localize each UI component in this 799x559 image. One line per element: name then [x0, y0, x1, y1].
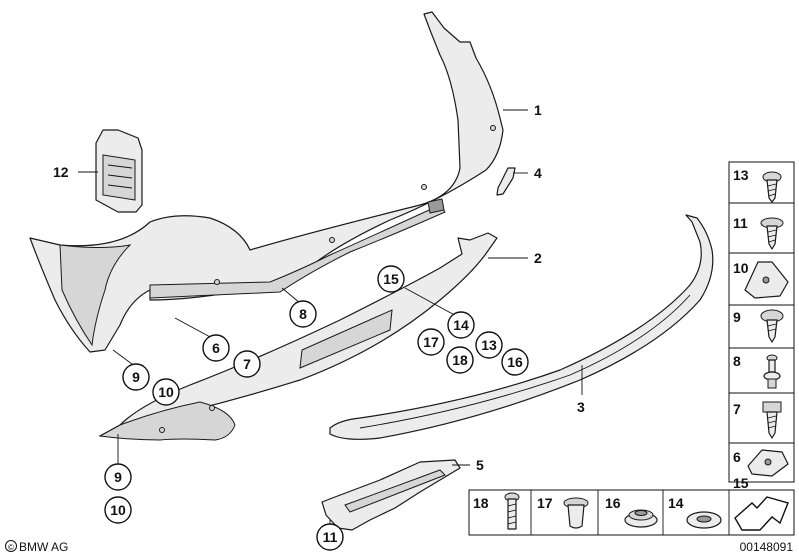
- label-part-4: 4: [534, 165, 542, 181]
- bottom-fastener-panel: 18 17 16 14: [468, 489, 795, 536]
- callout-16: 16: [501, 348, 529, 376]
- callout-18: 18: [446, 346, 474, 374]
- bottom-label-17: 17: [537, 495, 553, 511]
- svg-text:6: 6: [212, 340, 220, 356]
- sleeve-17-icon: [563, 497, 589, 529]
- circled-labels: 15 14 17 13 18 16 8 6 7 9 10 9 10 11: [104, 265, 529, 551]
- plain-labels: 1 2 3 4 5 12: [53, 102, 585, 473]
- bottom-label-16: 16: [605, 495, 621, 511]
- side-label-6: 6: [733, 449, 741, 465]
- callout-9-upper: 9: [122, 363, 150, 391]
- guard-plate: [321, 459, 461, 531]
- svg-text:17: 17: [423, 334, 439, 350]
- copyright-logo-icon: ©: [5, 540, 17, 552]
- bottom-label-18: 18: [473, 495, 489, 511]
- side-label-13: 13: [733, 167, 749, 183]
- screw-11-icon: [760, 217, 784, 250]
- callout-10-lower: 10: [104, 496, 132, 524]
- bumper-panel: [29, 11, 504, 353]
- callout-15: 15: [377, 265, 405, 293]
- side-label-9: 9: [733, 309, 741, 325]
- svg-text:©: ©: [8, 543, 14, 552]
- svg-text:18: 18: [452, 352, 468, 368]
- svg-text:10: 10: [158, 384, 174, 400]
- side-fastener-panel: 13 11 10 9 8 7: [728, 161, 795, 491]
- callout-9-lower: 9: [104, 463, 132, 491]
- label-part-2: 2: [534, 250, 542, 266]
- callout-7: 7: [233, 350, 261, 378]
- svg-text:7: 7: [243, 356, 251, 372]
- label-part-3: 3: [577, 399, 585, 415]
- svg-text:16: 16: [507, 354, 523, 370]
- side-label-15: 15: [733, 475, 749, 491]
- callout-13: 13: [475, 331, 503, 359]
- callout-8: 8: [289, 300, 317, 328]
- svg-text:8: 8: [299, 306, 307, 322]
- svg-text:9: 9: [114, 469, 122, 485]
- rivet-8-icon: [763, 354, 781, 389]
- bolt-18-icon: [504, 492, 520, 530]
- callout-6: 6: [202, 334, 230, 362]
- label-part-5: 5: [476, 457, 484, 473]
- screw-9-icon: [760, 309, 784, 343]
- direction-arrow-icon: [734, 496, 789, 531]
- bottom-label-14: 14: [668, 495, 684, 511]
- callout-11: 11: [316, 523, 344, 551]
- clip-nut-10-icon: [744, 261, 789, 299]
- washer-14-icon: [686, 511, 722, 529]
- footer: © BMW AG 00148091: [5, 540, 794, 554]
- trim-strip: [329, 214, 714, 440]
- tow-eye-cap: [496, 167, 516, 196]
- svg-text:14: 14: [453, 317, 469, 333]
- lower-diffuser: [98, 232, 498, 441]
- diagram-number: 00148091: [740, 540, 794, 554]
- guide-bracket: [95, 129, 143, 213]
- svg-text:10: 10: [110, 502, 126, 518]
- svg-text:15: 15: [383, 271, 399, 287]
- clip-6-icon: [747, 449, 789, 477]
- brand-text: BMW AG: [19, 540, 68, 554]
- svg-text:11: 11: [323, 529, 338, 545]
- side-label-10: 10: [733, 260, 749, 276]
- screw-7-icon: [762, 401, 782, 439]
- screw-13-icon: [762, 171, 782, 203]
- side-label-7: 7: [733, 401, 741, 417]
- svg-text:9: 9: [132, 369, 140, 385]
- label-part-12: 12: [53, 164, 69, 180]
- side-label-8: 8: [733, 353, 741, 369]
- label-part-1: 1: [534, 102, 542, 118]
- svg-text:13: 13: [481, 337, 497, 353]
- side-label-11: 11: [733, 215, 748, 231]
- callout-17: 17: [417, 328, 445, 356]
- callout-10-upper: 10: [152, 378, 180, 406]
- grommet-16-icon: [624, 509, 658, 528]
- callout-14: 14: [447, 311, 475, 339]
